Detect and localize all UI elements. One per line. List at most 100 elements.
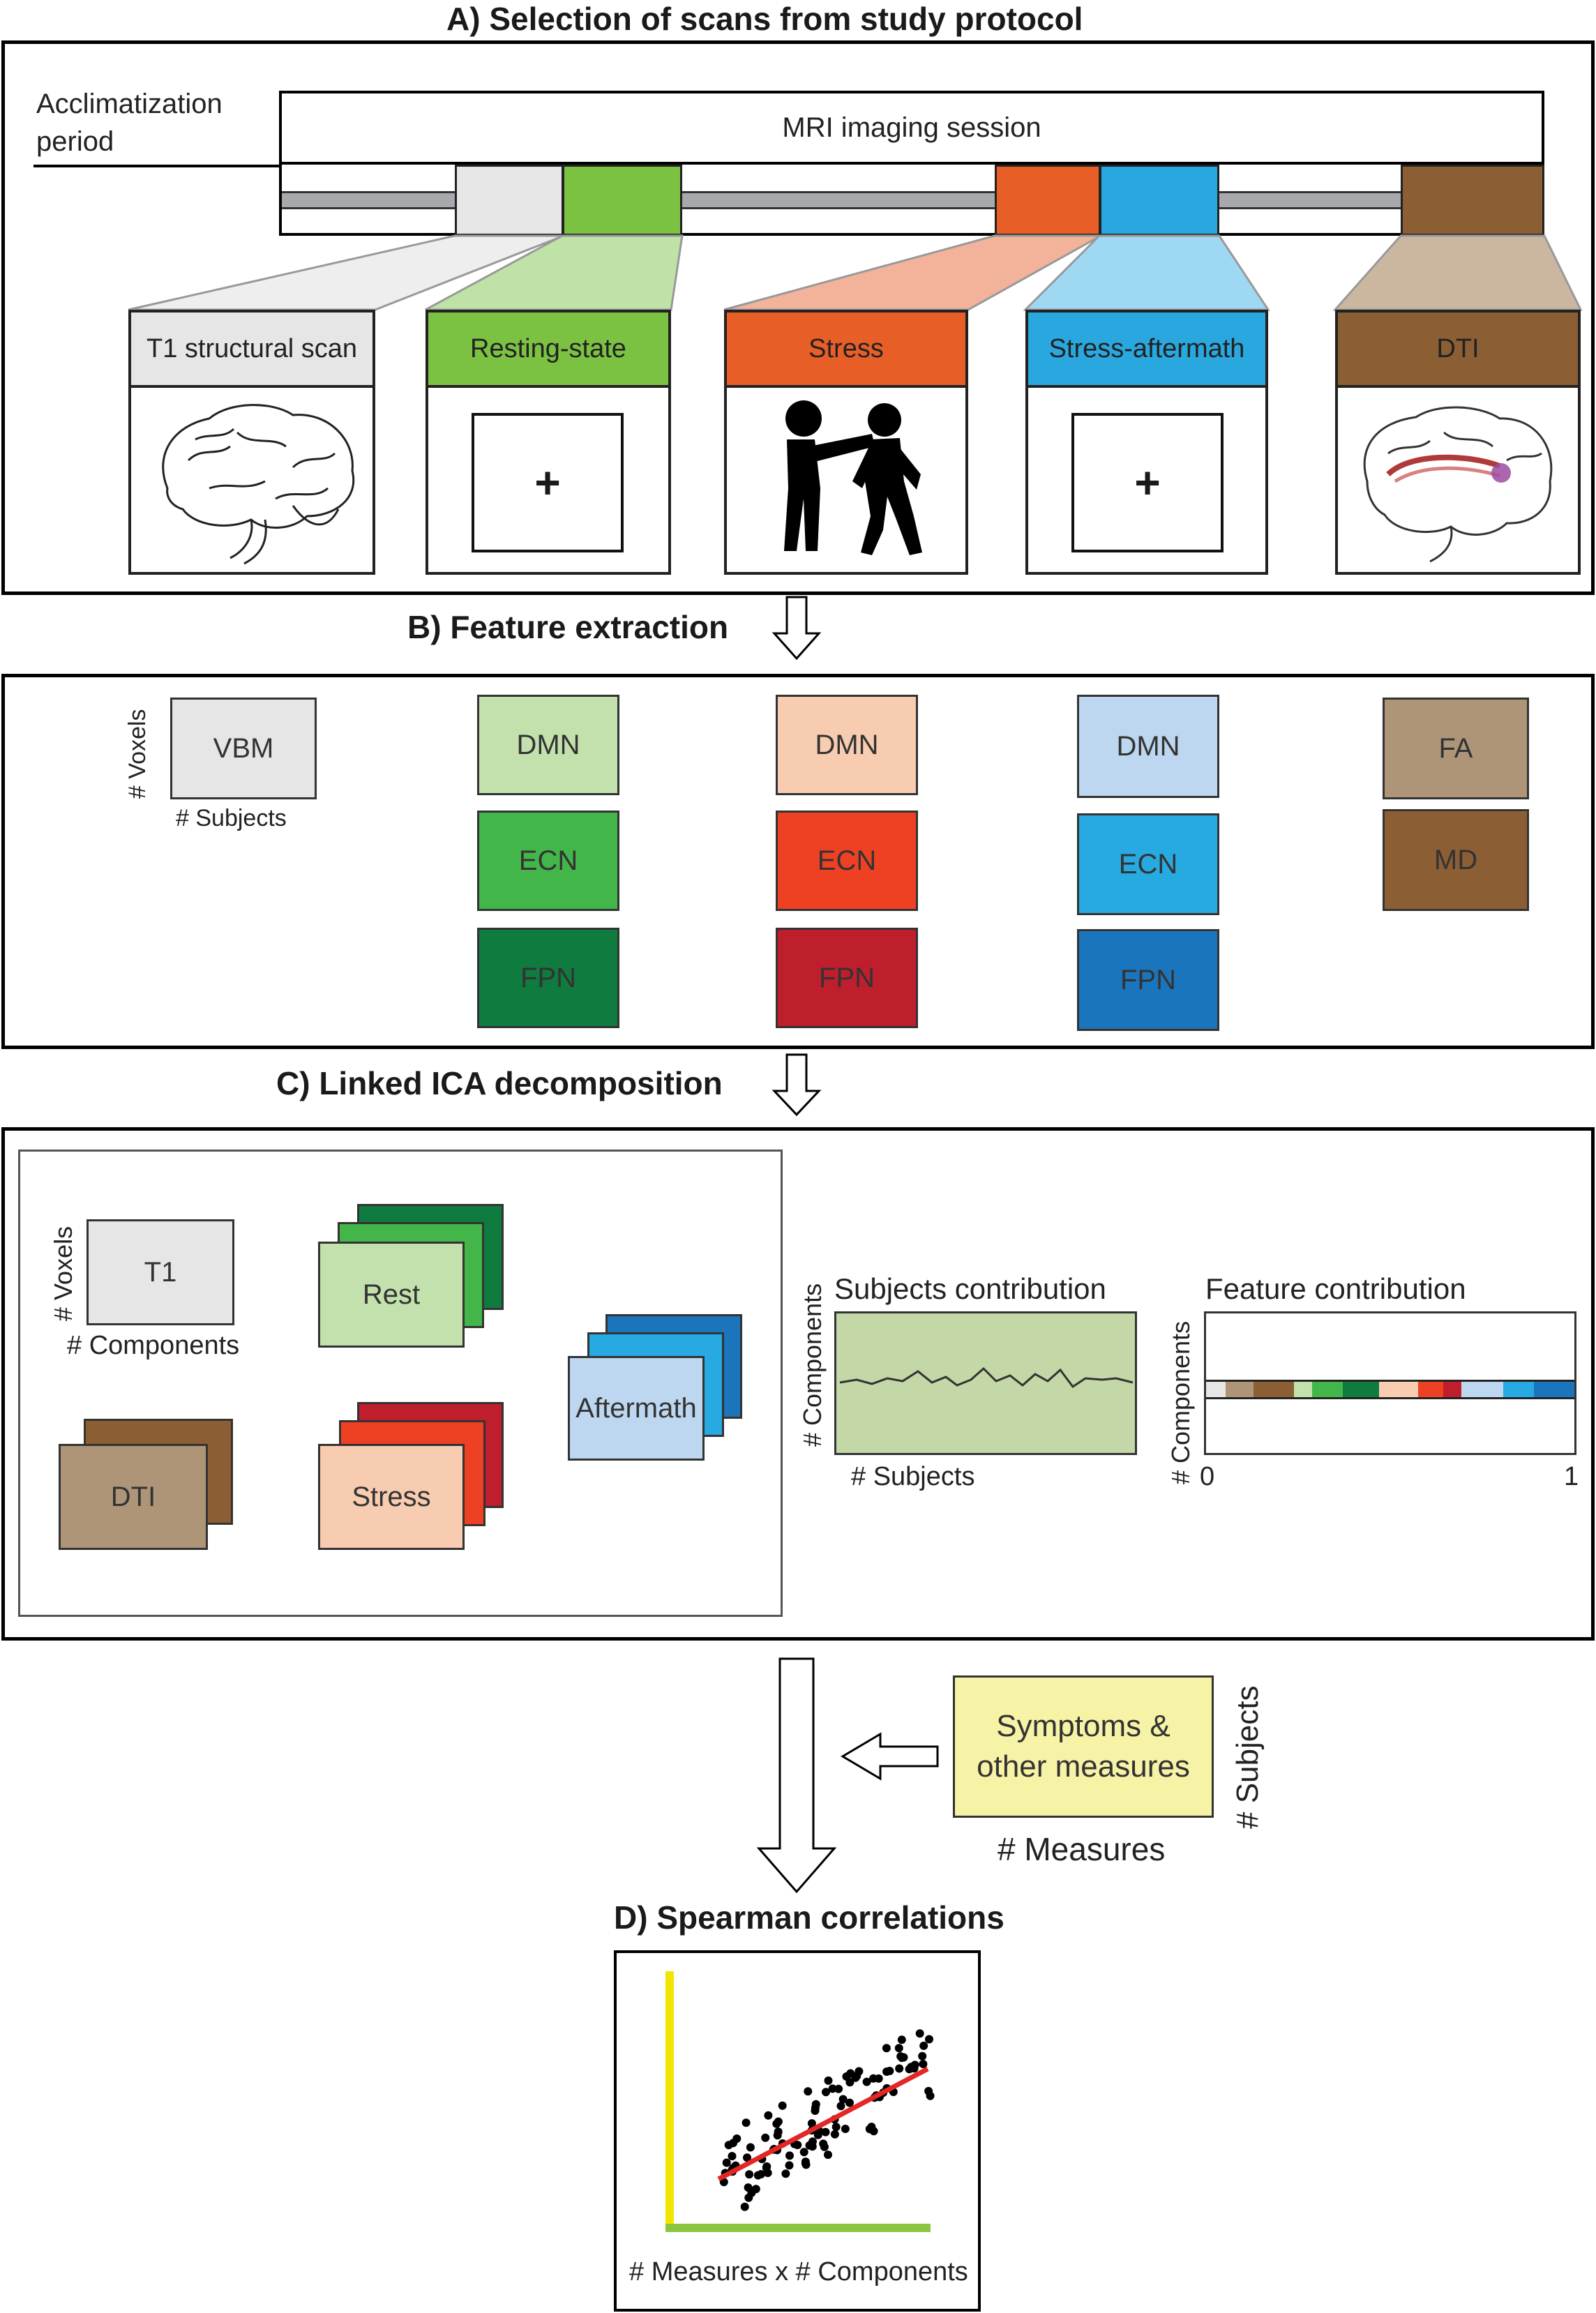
scatter-point xyxy=(828,2084,837,2093)
scatter-point xyxy=(869,2074,878,2083)
scatter-point xyxy=(918,2051,927,2060)
scatter-point xyxy=(732,2134,741,2143)
scatter-point xyxy=(740,2202,749,2211)
scatter-point xyxy=(846,2069,855,2078)
correlation-x-label: # Measures x # Components xyxy=(629,2257,968,2286)
scatter-point xyxy=(799,2148,808,2157)
scan-dti-header: DTI xyxy=(1335,310,1581,388)
scatter-point xyxy=(819,2139,828,2148)
timeline-aftermath-segment xyxy=(1099,165,1219,236)
vbm-subjects-label: # Subjects xyxy=(176,805,287,831)
bar-segment-stress-fpn xyxy=(1443,1382,1461,1397)
scatter-point xyxy=(855,2067,864,2076)
scatter-point xyxy=(805,2141,814,2150)
scatter-point xyxy=(801,2157,810,2167)
stress-ecn-box: ECN xyxy=(776,811,918,911)
t1-feature-box: T1 xyxy=(86,1219,234,1325)
scatter-point xyxy=(764,2111,773,2120)
stress-dmn-box: DMN xyxy=(776,695,918,795)
bar-segment-stress-ecn xyxy=(1418,1382,1443,1397)
fixation-cross-icon: + xyxy=(534,458,561,508)
feature-contribution-bar xyxy=(1206,1380,1574,1399)
scatter-point xyxy=(838,2095,848,2104)
dti-md-box: MD xyxy=(1383,809,1529,911)
dti-feature-box: DTI xyxy=(59,1444,208,1550)
feature-inner-panel xyxy=(18,1150,783,1617)
scatter-point xyxy=(910,2064,919,2073)
scan-aftermath-header: Stress-aftermath xyxy=(1025,310,1268,388)
feature-axis-min: 0 xyxy=(1200,1462,1215,1491)
rest-fpn-box: FPN xyxy=(477,928,619,1028)
rest-feature-box: Rest xyxy=(318,1242,465,1348)
scatter-point xyxy=(821,2127,830,2137)
aftermath-ecn-box: ECN xyxy=(1077,813,1219,915)
subjects-contribution-title: Subjects contribution xyxy=(834,1272,1106,1305)
scatter-point xyxy=(804,2087,813,2096)
feature-contribution-title: Feature contribution xyxy=(1205,1272,1466,1305)
scatter-point xyxy=(897,2054,906,2063)
scatter-point xyxy=(807,2119,816,2128)
scatter-point xyxy=(753,2171,762,2180)
scatter-point xyxy=(741,2118,751,2127)
section-a-title: A) Selection of scans from study protoco… xyxy=(446,1,1083,37)
stress-fpn-box: FPN xyxy=(776,928,918,1028)
scatter-point xyxy=(745,2170,754,2179)
scatter-point xyxy=(747,2188,756,2197)
bar-segment-rest-dmn xyxy=(1294,1382,1312,1397)
scatter-point xyxy=(885,2067,894,2075)
scatter-point xyxy=(778,2101,787,2110)
timeline-rest-segment xyxy=(562,165,682,236)
bar-segment-rest-fpn xyxy=(1343,1382,1379,1397)
bar-segment-rest-ecn xyxy=(1312,1382,1343,1397)
scan-dti-body xyxy=(1335,388,1581,575)
rest-ecn-box: ECN xyxy=(477,811,619,911)
scatter-point xyxy=(924,2086,933,2095)
scatter-point xyxy=(845,2098,854,2107)
rest-fixation-screen: + xyxy=(472,413,624,552)
scatter-point xyxy=(743,2153,751,2162)
regression-line xyxy=(717,2066,929,2182)
scan-t1-body xyxy=(128,388,375,575)
measures-axis-label: # Measures xyxy=(998,1831,1166,1867)
bar-segment-fa xyxy=(1226,1382,1254,1397)
scatter-point xyxy=(824,2076,833,2085)
scatter-point xyxy=(919,2041,928,2050)
correlation-y-axis xyxy=(665,1971,674,2231)
section-c-title: C) Linked ICA decomposition xyxy=(276,1065,723,1101)
t1-components-label: # Components xyxy=(67,1331,240,1360)
scatter-point xyxy=(897,2035,906,2044)
correlation-x-axis xyxy=(665,2224,931,2232)
scatter-point xyxy=(761,2133,770,2142)
feature-axis-max: 1 xyxy=(1564,1462,1579,1491)
bar-segment-aftermath-ecn xyxy=(1503,1382,1534,1397)
bar-segment-aftermath-fpn xyxy=(1534,1382,1574,1397)
scatter-point xyxy=(785,2151,794,2160)
correlation-panel xyxy=(614,1950,981,2312)
scatter-point xyxy=(895,2064,904,2073)
scatter-point xyxy=(882,2044,891,2053)
scatter-point xyxy=(811,2100,820,2109)
scatter-point xyxy=(762,2163,771,2172)
scatter-point xyxy=(746,2143,755,2152)
aftermath-fixation-screen: + xyxy=(1071,413,1224,552)
vbm-box: VBM xyxy=(170,698,317,799)
scatter-point xyxy=(830,2130,839,2139)
section-d-title: D) Spearman correlations xyxy=(614,1899,1004,1936)
scatter-point xyxy=(811,2107,820,2115)
fixation-cross-icon: + xyxy=(1134,458,1161,508)
rest-dmn-box: DMN xyxy=(477,695,619,795)
acclimatization-label: Acclimatization period xyxy=(36,89,223,157)
scatter-point xyxy=(781,2169,790,2178)
stress-feature-box: Stress xyxy=(318,1444,465,1550)
scatter-point xyxy=(774,2117,783,2126)
section-b-title: B) Feature extraction xyxy=(407,609,729,645)
aftermath-fpn-box: FPN xyxy=(1077,929,1219,1031)
